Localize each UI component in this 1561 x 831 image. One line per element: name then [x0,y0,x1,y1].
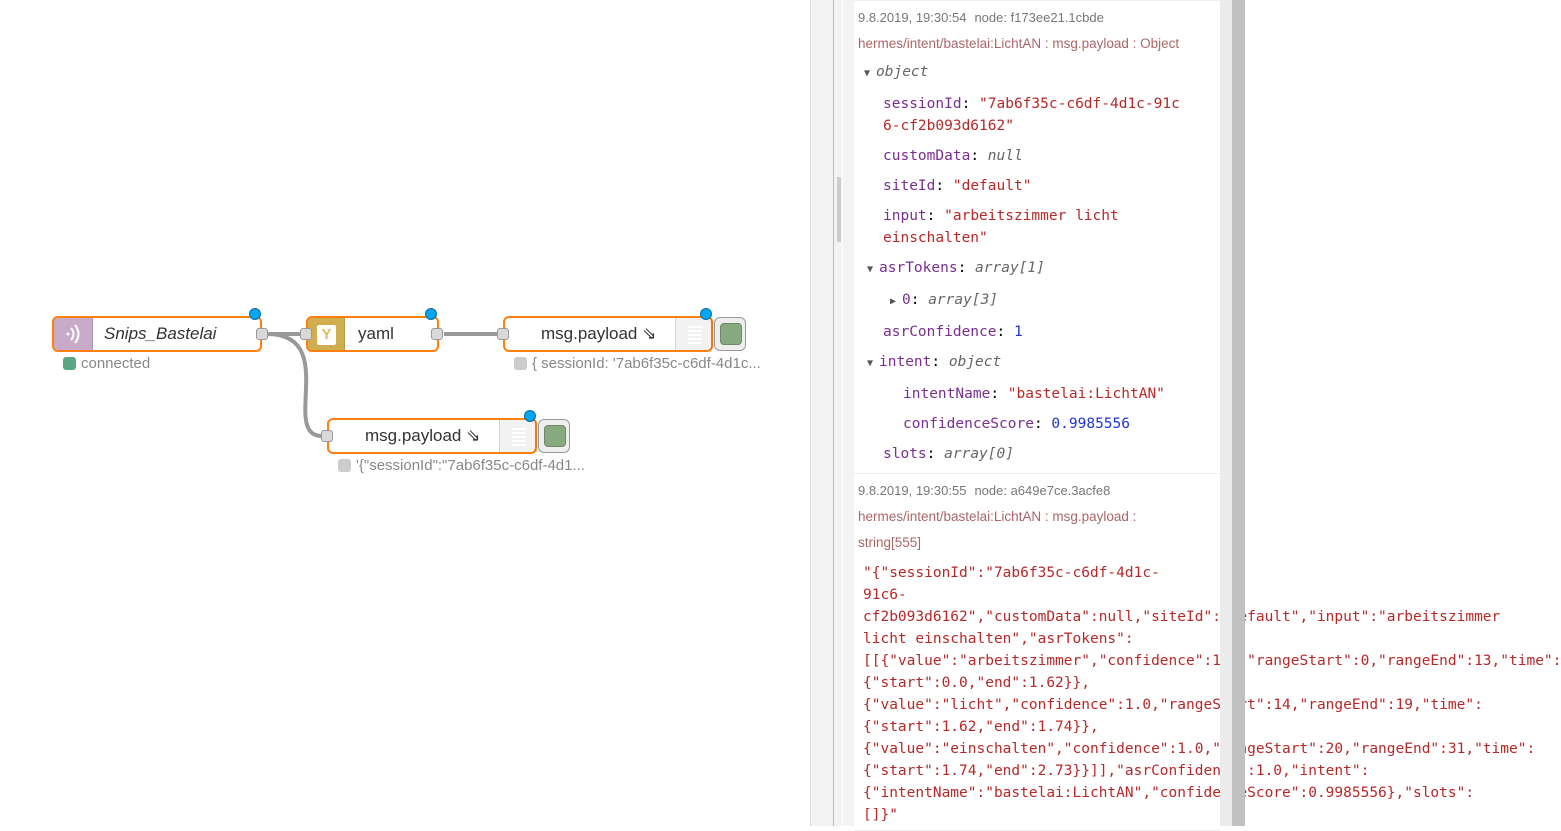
node-debug-2[interactable]: msg.payload ⇘ [321,410,538,454]
mqtt-wave-icon [54,318,93,350]
yaml-icon: Y [308,318,345,350]
debug-messages[interactable]: 9.8.2019, 19:30:54 node: f173ee21.1cbde h… [854,0,1561,831]
raw-string-line: cf2b093d6162","customData":null,"siteId"… [863,609,1501,625]
tree-row-customData: customData: null [883,148,1023,164]
tree-row-slots: slots: array[0] [883,446,1014,462]
input-port[interactable] [300,328,312,340]
node-yaml[interactable]: Y yaml [300,308,443,352]
caret-down-icon: ▼ [864,68,871,79]
output-port[interactable] [256,328,268,340]
tree-row-asrTokens[interactable]: ▼asrTokens: array[1] [864,253,1220,285]
debug-sidebar: 9.8.2019, 19:30:54 node: f173ee21.1cbde h… [843,0,1561,831]
sidebar-separator[interactable] [810,0,844,826]
tree-row-input: input: "arbeitszimmer licht einschalten" [883,208,1119,246]
node-debug-1[interactable]: msg.payload ⇘ [497,308,714,352]
status-dot-icon [63,357,76,370]
debug-list-icon [499,420,538,452]
raw-string-line: [[{"value":"arbeitszimmer","confidence":… [863,653,1561,669]
wire-snips-to-debug2[interactable] [266,332,323,438]
tree-row-sessionId: sessionId: "7ab6f35c-c6df-4d1c-91c6-cf2b… [883,96,1180,134]
raw-string-line: "{"sessionId":"7ab6f35c-c6df-4d1c- [863,565,1160,581]
node-status-debug-1: { sessionId: '7ab6f35c-c6df-4d1c... [514,355,761,372]
raw-string-line: licht einschalten","asrTokens": [863,631,1134,647]
tree-row-asrConfidence: asrConfidence: 1 [883,324,1023,340]
message-topic: hermes/intent/bastelai:LichtAN : msg.pay… [858,509,1137,550]
tree-row-siteId: siteId: "default" [883,178,1032,194]
node-status-snips: connected [63,355,150,372]
flow-canvas[interactable]: Snips_Bastelai connected Y yaml msg.payl… [0,0,810,826]
node-label: Snips_Bastelai [104,324,217,343]
resize-handle[interactable] [837,177,841,242]
separator-line [833,0,834,826]
raw-string-line: {"start":0.0,"end":1.62}}, [863,675,1090,691]
sidebar-scrollbar-thumb[interactable] [1232,0,1245,826]
debug-list-icon [675,318,714,350]
raw-string-line: {"start":1.74,"end":2.73}}]],"asrConfide… [863,763,1370,779]
caret-right-icon: ▶ [890,296,897,307]
debug-message: 9.8.2019, 19:30:54 node: f173ee21.1cbde h… [854,0,1220,474]
yaml-glyph: Y [317,325,336,345]
node-label: msg.payload ⇘ [365,426,481,445]
node-status-debug-2: '{"sessionId":"7ab6f35c-c6df-4d1... [338,457,585,474]
node-label: yaml [358,324,394,343]
input-port[interactable] [497,328,509,340]
status-dot-icon [338,459,351,472]
changed-indicator [425,308,437,320]
input-port[interactable] [321,430,333,442]
debug-1-toggle-button[interactable] [714,317,746,351]
tree-row-confidenceScore: confidenceScore: 0.9985556 [903,416,1130,432]
tree-row-asrTokens-0[interactable]: ▶0: array[3] [864,285,1220,317]
raw-string-line: {"value":"einschalten","confidence":1.0,… [863,741,1536,757]
raw-string-line: {"intentName":"bastelai:LichtAN","confid… [863,785,1475,801]
flow-wires [266,332,498,438]
tree-row-intentName: intentName: "bastelai:LichtAN" [903,386,1165,402]
changed-indicator [249,308,261,320]
raw-string-line: {"start":1.62,"end":1.74}}, [863,719,1099,735]
message-node-link[interactable]: node: f173ee21.1cbde [974,10,1104,25]
tree-row-intent[interactable]: ▼intent: object [864,347,1220,379]
sidebar-scrollbar-track[interactable] [1220,0,1232,826]
message-timestamp: 9.8.2019, 19:30:54 [858,10,967,25]
caret-down-icon: ▼ [867,264,874,275]
message-node-link[interactable]: node: a649e7ce.3acfe8 [974,483,1111,498]
raw-string-line: {"value":"licht","confidence":1.0,"range… [863,697,1483,713]
output-port[interactable] [431,328,443,340]
debug-2-toggle-button[interactable] [538,419,570,453]
status-dot-icon [514,357,527,370]
node-snips-mqtt-in[interactable]: Snips_Bastelai [52,308,268,352]
toggle-active-indicator [720,323,742,345]
message-meta: 9.8.2019, 19:30:54 node: f173ee21.1cbde [854,5,1220,31]
message-raw-string: "{"sessionId":"7ab6f35c-c6df-4d1c- 91c6- c… [854,556,1561,826]
message-meta: 9.8.2019, 19:30:55 node: a649e7ce.3acfe8 [854,478,1220,504]
message-timestamp: 9.8.2019, 19:30:55 [858,483,967,498]
message-topic: hermes/intent/bastelai:LichtAN : msg.pay… [858,36,1180,51]
raw-string-line: []}" [863,807,898,823]
tree-root[interactable]: ▼object [864,57,1220,89]
changed-indicator [524,410,536,422]
node-label: msg.payload ⇘ [541,324,657,343]
toggle-active-indicator [544,425,566,447]
caret-down-icon: ▼ [867,358,874,369]
message-tree: ▼object sessionId: "7ab6f35c-c6df-4d1c-9… [854,57,1220,469]
changed-indicator [700,308,712,320]
raw-string-line: 91c6- [863,587,907,603]
